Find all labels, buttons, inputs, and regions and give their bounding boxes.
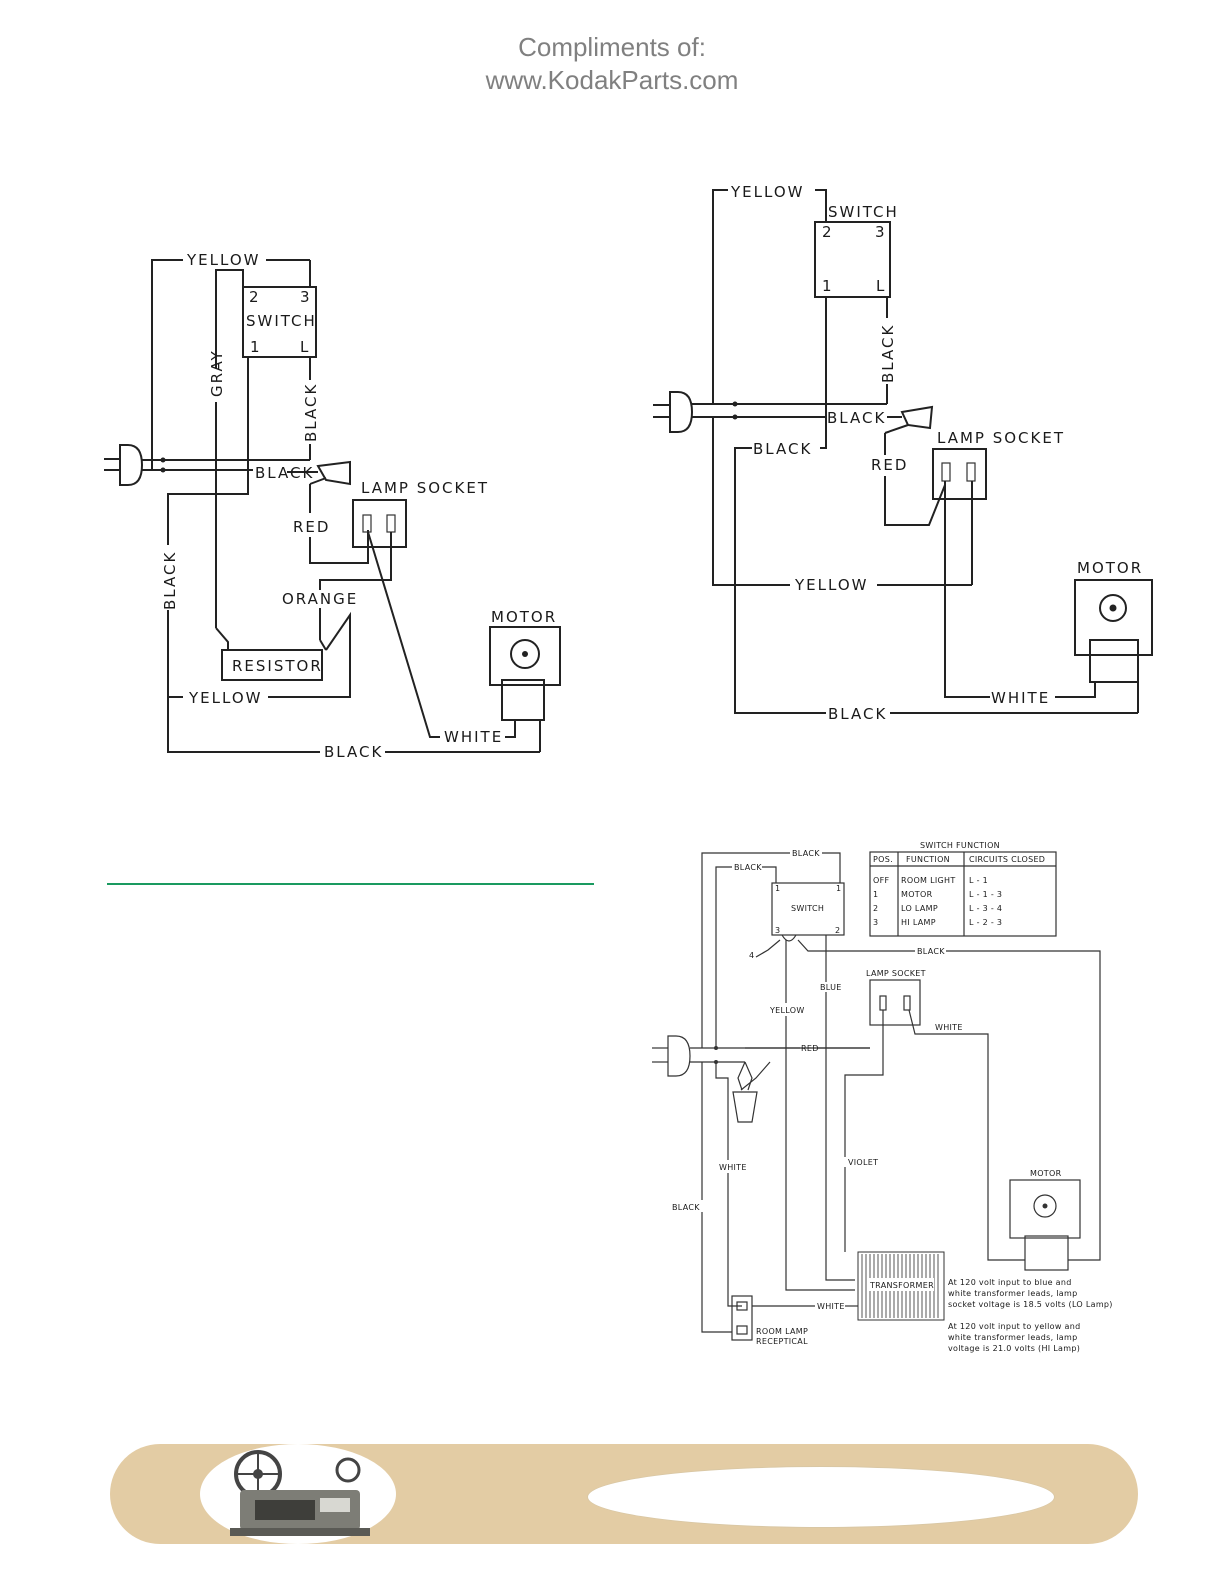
svg-text:OFF: OFF	[873, 876, 889, 885]
table-title: SWITCH FUNCTION	[920, 841, 1000, 850]
label-blue: BLUE	[820, 983, 842, 992]
svg-text:1: 1	[775, 884, 780, 893]
switch-label: SWITCH	[246, 312, 317, 330]
label-lamp-socket: LAMP SOCKET	[866, 969, 926, 978]
svg-text:1: 1	[822, 277, 834, 295]
label-violet: VIOLET	[848, 1158, 878, 1167]
svg-text:At 120 volt input to blue and: At 120 volt input to blue and	[948, 1278, 1072, 1287]
plug-icon	[652, 1035, 691, 1077]
svg-text:3: 3	[873, 918, 878, 927]
svg-text:FUNCTION: FUNCTION	[906, 855, 950, 864]
label-white-left: WHITE	[719, 1163, 747, 1172]
svg-text:At 120 volt input to yellow an: At 120 volt input to yellow and	[948, 1322, 1080, 1331]
label-motor: MOTOR	[1077, 559, 1143, 577]
label-white: WHITE	[444, 728, 503, 746]
label-yellow-bottom: YELLOW	[188, 689, 262, 707]
header-website[interactable]: www.KodakParts.com	[485, 65, 739, 95]
label-red: RED	[871, 456, 908, 474]
svg-text:HI LAMP: HI LAMP	[901, 918, 936, 927]
label-black-bottom: BLACK	[828, 705, 887, 723]
label-black-left: BLACK	[672, 1203, 700, 1212]
label-yellow-top: YELLOW	[186, 251, 260, 269]
label-white-right: WHITE	[935, 1023, 963, 1032]
svg-text:CIRCUITS CLOSED: CIRCUITS CLOSED	[969, 855, 1045, 864]
svg-text:3: 3	[875, 223, 887, 241]
svg-text:LO LAMP: LO LAMP	[901, 904, 938, 913]
title-oval	[587, 1466, 1055, 1528]
label-white-bottom: WHITE	[817, 1302, 845, 1311]
label-yellow-mid: YELLOW	[794, 576, 868, 594]
label-black-2: BLACK	[734, 863, 762, 872]
label-black-bottom: BLACK	[324, 743, 383, 761]
switch-label: SWITCH	[828, 203, 899, 221]
label-gray: GRAY	[208, 349, 226, 397]
svg-text:L - 1: L - 1	[969, 876, 988, 885]
svg-text:ROOM LIGHT: ROOM LIGHT	[901, 876, 956, 885]
label-red: RED	[801, 1044, 819, 1053]
svg-text:L: L	[876, 277, 886, 295]
label-yellow-top: YELLOW	[730, 183, 804, 201]
svg-text:2: 2	[835, 926, 840, 935]
label-transformer: TRANSFORMER	[869, 1281, 934, 1290]
svg-text:1: 1	[836, 884, 841, 893]
projector-photo	[200, 1444, 396, 1544]
svg-text:3: 3	[775, 926, 780, 935]
label-resistor: RESISTOR	[232, 657, 323, 675]
label-motor: MOTOR	[1030, 1169, 1062, 1178]
svg-text:socket voltage is 18.5 volts (: socket voltage is 18.5 volts (LO Lamp)	[948, 1300, 1113, 1309]
label-black-plug: BLACK	[827, 409, 886, 427]
svg-text:voltage is 21.0 volts (HI Lamp: voltage is 21.0 volts (HI Lamp)	[948, 1344, 1080, 1353]
label-lamp-socket: LAMP SOCKET	[361, 479, 489, 497]
plug-icon	[653, 391, 694, 433]
label-black-vertical: BLACK	[879, 324, 897, 383]
label-black-plug: BLACK	[255, 464, 314, 482]
section-divider	[107, 883, 594, 885]
label-black-switch: BLACK	[302, 383, 320, 442]
label-yellow: YELLOW	[769, 1006, 805, 1015]
svg-text:1: 1	[873, 890, 878, 899]
label-black-left: BLACK	[161, 551, 179, 610]
svg-text:white transformer leads, lamp: white transformer leads, lamp	[948, 1333, 1078, 1342]
projector-icon	[230, 1450, 370, 1536]
label-black-mid: BLACK	[917, 947, 945, 956]
label-orange: ORANGE	[282, 590, 358, 608]
label-lamp-socket: LAMP SOCKET	[937, 429, 1065, 447]
svg-text:4: 4	[749, 951, 754, 960]
transformer-block	[857, 1251, 945, 1321]
label-room-lamp: ROOM LAMP	[756, 1327, 808, 1336]
svg-text:L - 1 - 3: L - 1 - 3	[969, 890, 1002, 899]
svg-text:L: L	[300, 338, 310, 356]
switch-function-table	[869, 851, 1057, 937]
svg-text:POS.: POS.	[873, 855, 893, 864]
svg-text:1: 1	[250, 338, 262, 356]
label-receptical: RECEPTICAL	[756, 1337, 808, 1346]
switch-label: SWITCH	[791, 904, 824, 913]
plug-icon	[104, 444, 144, 486]
svg-text:white transformer leads, lamp: white transformer leads, lamp	[948, 1289, 1078, 1298]
label-motor: MOTOR	[491, 608, 557, 626]
svg-text:3: 3	[300, 288, 312, 306]
svg-text:2: 2	[873, 904, 878, 913]
svg-text:MOTOR: MOTOR	[901, 890, 933, 899]
svg-text:2: 2	[822, 223, 834, 241]
label-white: WHITE	[991, 689, 1050, 707]
label-red: RED	[293, 518, 330, 536]
label-black-left: BLACK	[753, 440, 812, 458]
label-black-top: BLACK	[792, 849, 820, 858]
svg-text:L - 3 - 4: L - 3 - 4	[969, 904, 1002, 913]
svg-text:2: 2	[249, 288, 261, 306]
header-compliments: Compliments of:	[518, 32, 706, 62]
svg-text:L - 2 - 3: L - 2 - 3	[969, 918, 1002, 927]
